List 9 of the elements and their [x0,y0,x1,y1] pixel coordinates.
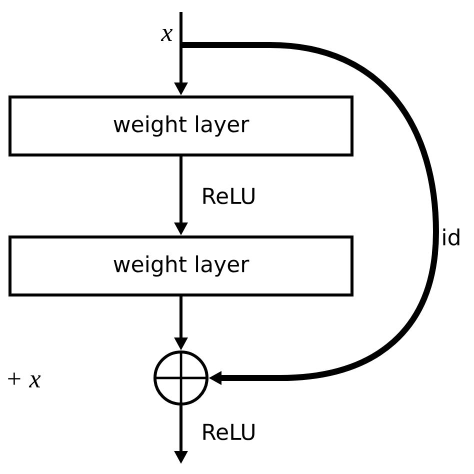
edge-label: ReLU [203,188,254,204]
layer-box: weight layer [8,236,354,296]
arrow [181,42,439,386]
edge-label: id [443,228,460,246]
edge-label: ReLU [203,424,254,440]
sum-symbol [154,350,208,406]
formula-label: + x [8,372,41,388]
layer-box: weight layer [8,96,354,156]
edge-label: x [160,29,173,41]
